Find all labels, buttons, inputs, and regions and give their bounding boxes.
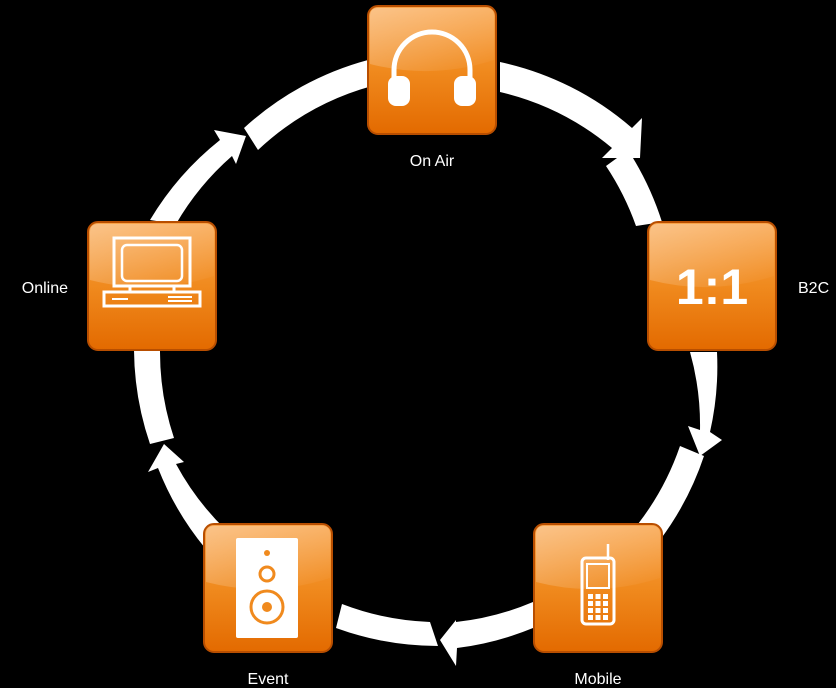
node-label-event: Event (248, 671, 289, 688)
node-on-air: On Air (367, 5, 497, 170)
arrow-segment (336, 604, 438, 646)
speaker-icon (236, 538, 298, 638)
node-mobile: Mobile (533, 523, 663, 688)
arrow-segment (150, 130, 246, 224)
arrow-segment (134, 350, 174, 444)
ratio-icon: 1:1 (676, 259, 748, 315)
mobile-phone-icon (580, 544, 616, 626)
arrow-segment (440, 602, 533, 666)
node-label-on-air: On Air (410, 153, 455, 170)
node-event: Event (203, 523, 333, 688)
cycle-ring (134, 60, 722, 666)
arrow-segment (638, 446, 704, 540)
node-label-online: Online (22, 280, 68, 297)
arrow-segment (688, 352, 722, 456)
node-online: Online (22, 221, 217, 351)
arrow-segment (148, 444, 226, 548)
node-label-b2c: B2C (798, 280, 829, 297)
node-label-mobile: Mobile (574, 671, 621, 688)
computer-monitor-icon (102, 236, 202, 308)
arrow-segment (606, 150, 662, 226)
headphones-icon (388, 29, 476, 106)
arrow-segment (244, 60, 372, 150)
arrow-segment (500, 62, 642, 158)
node-b2c: 1:1 B2C (647, 221, 829, 351)
